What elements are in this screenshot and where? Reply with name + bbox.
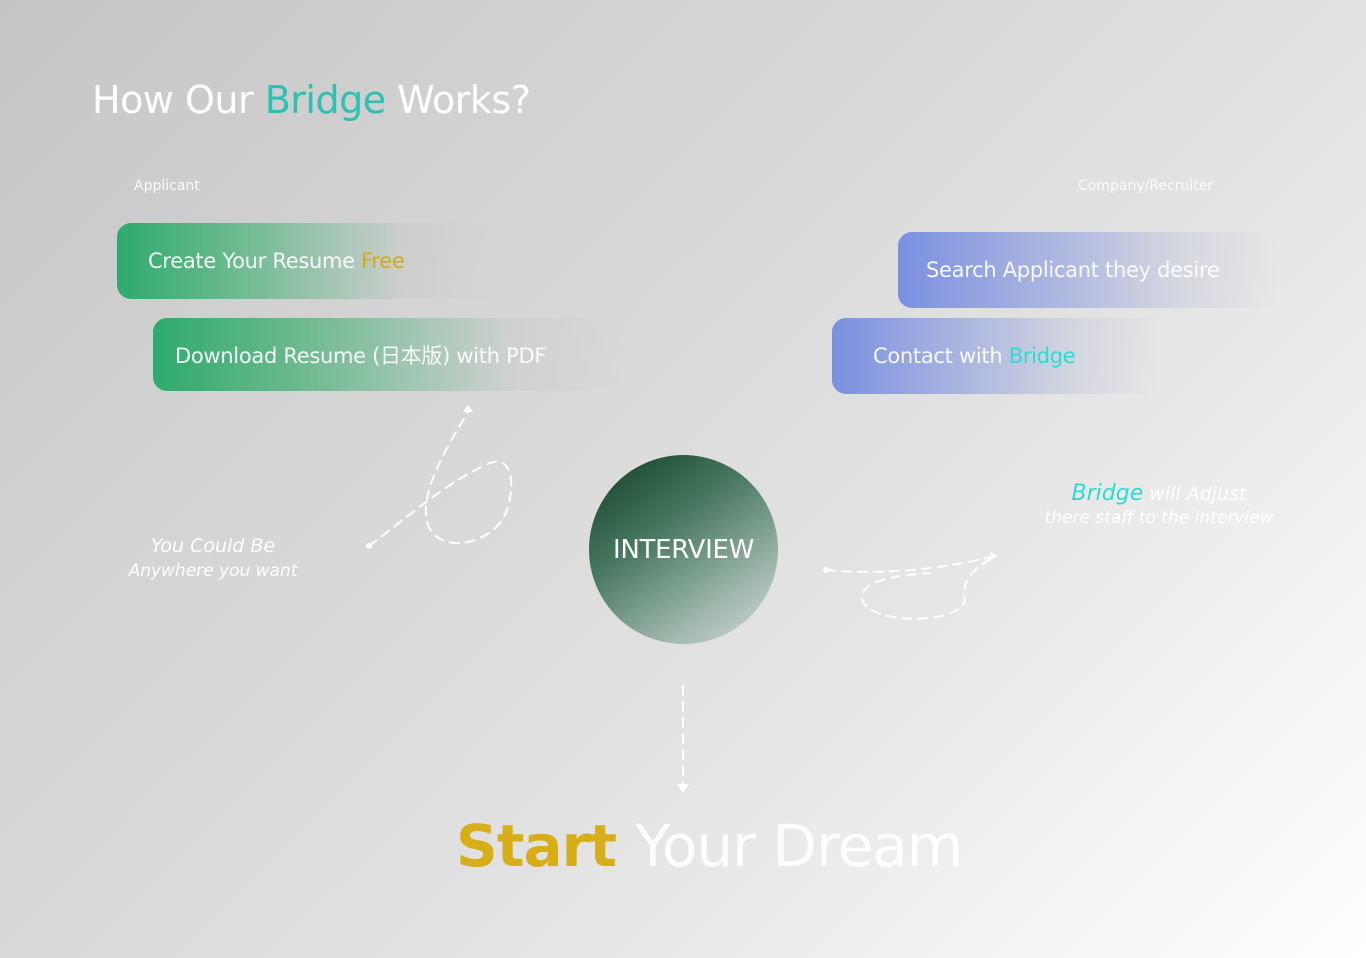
heading-prefix: How Our: [92, 78, 254, 122]
contact-bridge-button[interactable]: Contact with Bridge: [832, 318, 1160, 394]
create-resume-free: Free: [361, 249, 405, 273]
heading-highlight: Bridge: [264, 78, 386, 122]
cta-heading: Start Your Dream: [456, 812, 963, 880]
create-resume-text: Create Your Resume: [148, 249, 355, 273]
cta-start: Start: [456, 812, 617, 880]
right-arrow-head: [990, 552, 998, 560]
section-heading: How Our Bridge Works?: [92, 78, 531, 122]
heading-suffix: Works?: [397, 78, 531, 122]
search-applicant-text: Search Applicant they desire: [926, 258, 1220, 282]
left-arrow-dot: [366, 543, 372, 549]
right-note-line2: there staff to the interview: [1044, 508, 1274, 528]
download-resume-text: Download Resume (日本版) with PDF: [175, 343, 547, 368]
cta-rest: Your Dream: [635, 812, 963, 880]
right-note-highlight: Bridge: [1071, 481, 1144, 506]
interview-label: INTERVIEW: [613, 534, 754, 565]
contact-bridge-highlight: Bridge: [1008, 344, 1076, 368]
applicant-label: Applicant: [134, 178, 200, 194]
right-arrow-dot: [823, 567, 829, 573]
down-arrow-head: [677, 784, 689, 793]
contact-text: Contact with: [873, 344, 1003, 368]
right-note: Bridge will Adjust there staff to the in…: [1024, 481, 1294, 528]
left-note-line1: You Could Be: [150, 535, 276, 557]
right-loop-arrow: [825, 555, 996, 620]
create-resume-button[interactable]: Create Your Resume Free: [117, 223, 497, 299]
search-applicant-button[interactable]: Search Applicant they desire: [898, 232, 1278, 308]
company-label: Company/Recruiter: [1078, 178, 1214, 194]
left-note: You Could Be Anywhere you want: [108, 535, 318, 581]
download-resume-button[interactable]: Download Resume (日本版) with PDF: [153, 318, 625, 391]
right-note-line1: will Adjust: [1149, 483, 1247, 505]
left-loop-arrow: [368, 411, 513, 547]
left-note-line2: Anywhere you want: [128, 561, 298, 581]
left-arrow-head: [463, 405, 473, 412]
interview-circle: INTERVIEW: [589, 455, 778, 644]
